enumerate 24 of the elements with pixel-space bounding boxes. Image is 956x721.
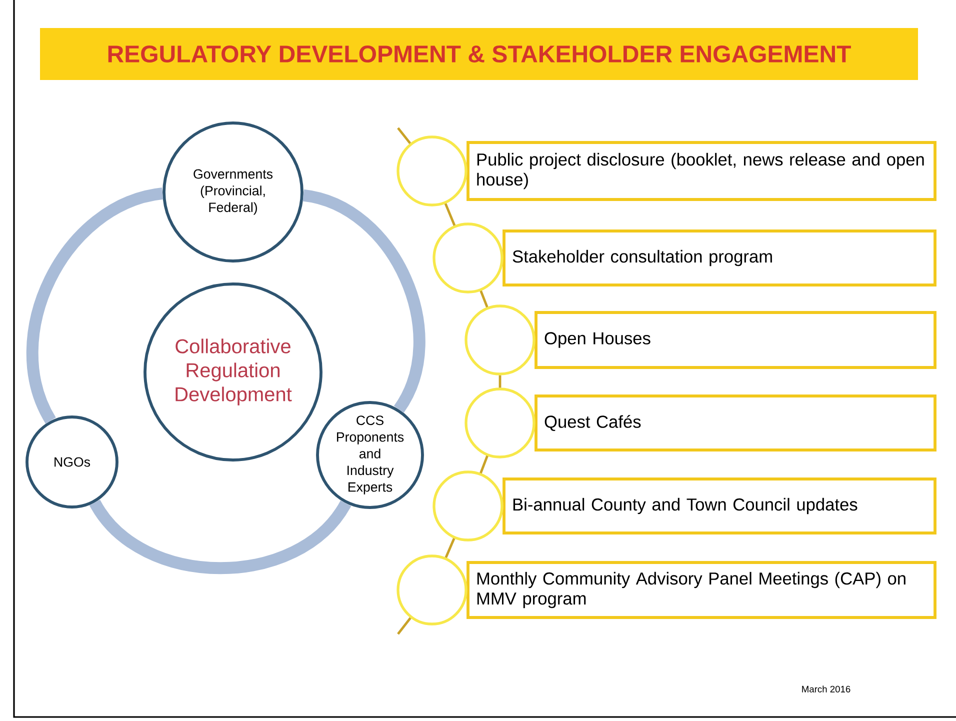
connector-line [397, 617, 412, 635]
activity-box: Monthly Community Advisory Panel Meetings (CAP) on MMV program [466, 561, 936, 619]
connector-line [480, 456, 488, 474]
connector-line [480, 290, 488, 308]
activity-box: Quest Cafés [534, 394, 936, 452]
activity-box: Bi-annual County and Town Council updates [502, 478, 936, 534]
timeline-circle [464, 388, 536, 458]
timeline-circle [464, 304, 536, 376]
connector-line [498, 375, 502, 388]
timeline-circle [432, 470, 504, 542]
connector-line [90, 499, 351, 574]
activity-box: Open Houses [534, 311, 936, 369]
activity-box: Public project disclosure (booklet, news release and open house) [466, 141, 936, 201]
activity-box: Stakeholder consultation program [502, 230, 936, 286]
timeline-circle [396, 136, 468, 206]
connector-line [302, 189, 426, 412]
timeline-circle [432, 222, 504, 294]
timeline-circle [396, 554, 468, 626]
connector-line [26, 188, 164, 424]
title-banner: REGULATORY DEVELOPMENT & STAKEHOLDER ENGAGEMENT [40, 28, 918, 80]
connector-line [444, 203, 456, 226]
date-label: March 2016 [802, 686, 850, 692]
connector-line [397, 127, 412, 144]
connector-line [444, 538, 456, 558]
